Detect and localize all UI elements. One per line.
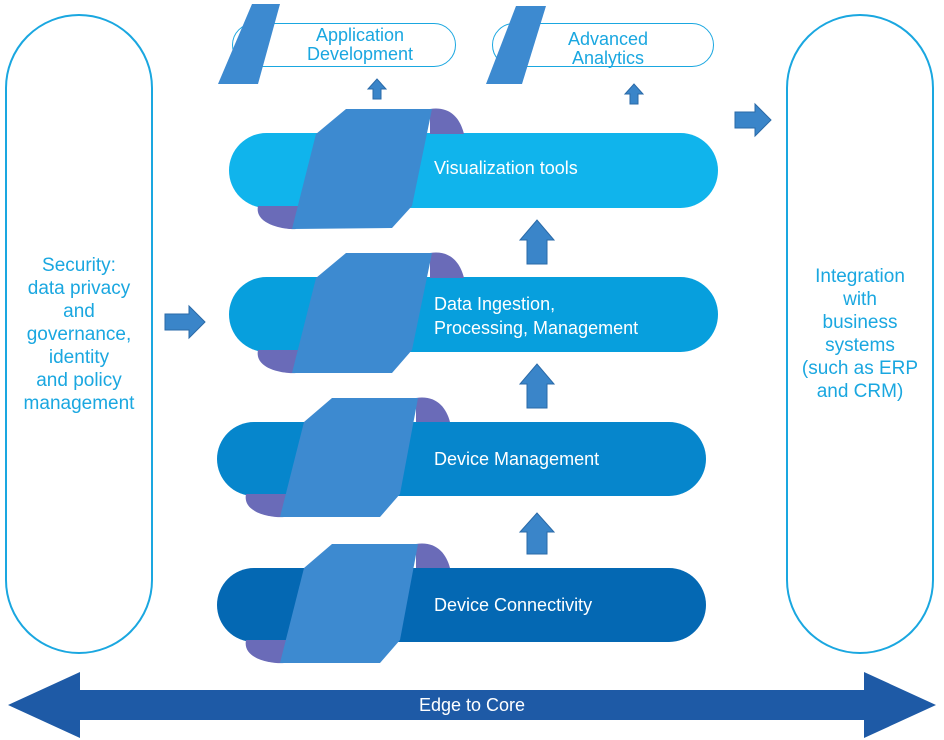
security-pillar-text: Security: data privacy and governance, i… xyxy=(23,254,135,414)
ribbon-application-development xyxy=(218,4,280,84)
right-arrow-icon xyxy=(734,102,772,138)
advanced-analytics-label: Advanced Analytics xyxy=(567,29,649,68)
ribbon-advanced-analytics xyxy=(486,6,546,84)
edge-to-core-label: Edge to Core xyxy=(418,695,526,715)
layer-label-visualization: Visualization tools xyxy=(434,158,578,178)
up-arrow-icon xyxy=(518,219,556,265)
integration-pillar: Integration with business systems (such … xyxy=(786,14,934,654)
up-arrow-icon xyxy=(518,512,556,555)
up-arrow-icon xyxy=(366,78,388,100)
ribbon-device-connectivity xyxy=(245,543,450,664)
integration-pillar-text: Integration with business systems (such … xyxy=(801,266,919,402)
security-pillar: Security: data privacy and governance, i… xyxy=(5,14,153,654)
right-arrow-icon xyxy=(164,304,206,340)
layer-label-device-management: Device Management xyxy=(434,449,600,469)
up-arrow-icon xyxy=(518,363,556,409)
edge-to-core-arrow xyxy=(8,672,936,738)
ribbon-visualization xyxy=(257,108,464,230)
layer-label-device-connectivity: Device Connectivity xyxy=(434,595,593,615)
layer-label-data-ingestion: Data Ingestion, Processing, Management xyxy=(434,294,639,338)
application-development-label: Application Development xyxy=(306,25,414,64)
ribbon-device-management xyxy=(245,397,450,518)
ribbon-data-ingestion xyxy=(257,252,464,374)
up-arrow-icon xyxy=(623,83,645,105)
